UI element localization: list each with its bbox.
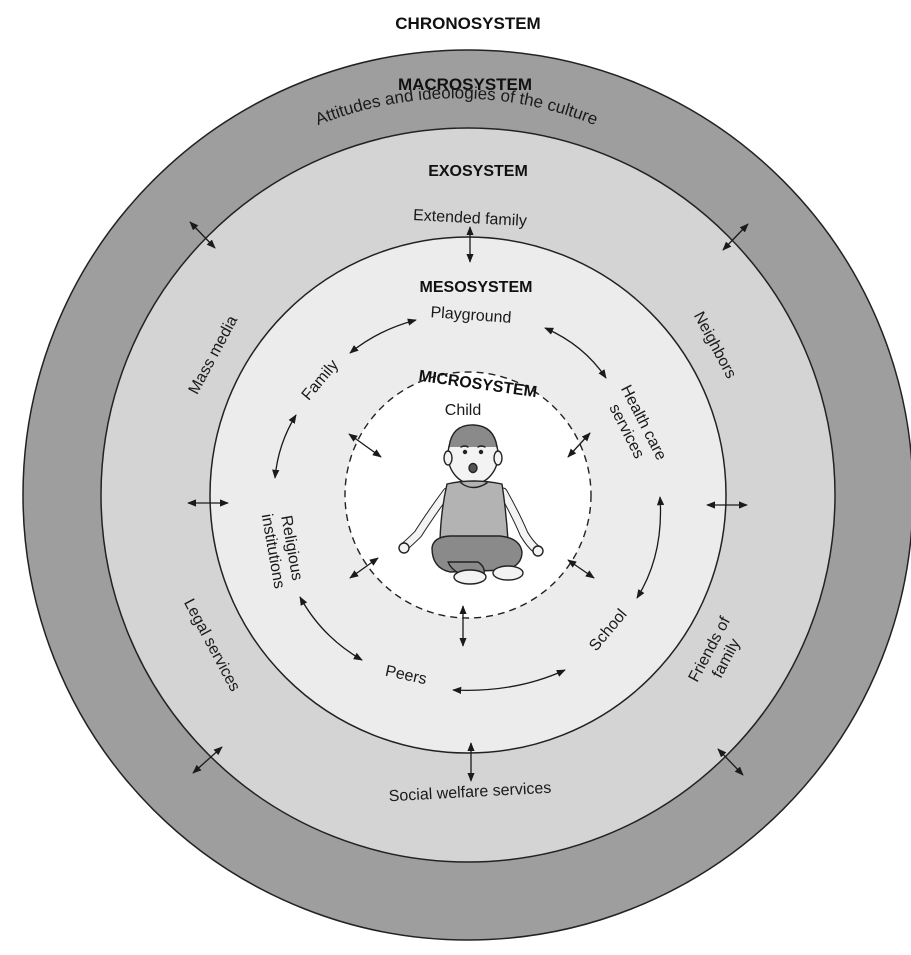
arrow-micro-lower-right: [567, 559, 595, 579]
mesosystem-boundary-arrows: [187, 226, 748, 782]
arrow-peers-school: [452, 669, 566, 695]
arrow-family-playground: [349, 318, 417, 354]
arrow-health-school: [636, 496, 665, 599]
macrosystem-title: MACROSYSTEM: [398, 75, 532, 94]
baby-illustration-icon: [398, 424, 544, 585]
arrow-micro-lower-left: [349, 557, 379, 579]
arrow-micro-upper-right: [567, 432, 591, 458]
microsystem-arrows: [348, 432, 595, 647]
mesosystem-title: MESOSYSTEM: [420, 279, 533, 296]
child-label: Child: [445, 402, 481, 419]
arrow-micro-upper-left: [348, 433, 382, 458]
playground-label: Playground: [430, 304, 512, 327]
chronosystem-title: CHRONOSYSTEM: [395, 14, 540, 33]
arrow-playground-health: [544, 327, 607, 379]
extended-family-label: Extended family: [413, 207, 528, 230]
arrow-exo-lower-right: [717, 748, 744, 776]
exosystem-title: EXOSYSTEM: [428, 163, 528, 180]
arrow-exo-upper-right: [722, 223, 749, 251]
arrow-exo-lower-left: [192, 746, 223, 774]
exosystem-boundary-arrows: [189, 221, 749, 776]
arrow-exo-upper-left: [189, 221, 216, 249]
arrow-family-religious: [272, 414, 297, 479]
arrow-religious-peers: [299, 596, 363, 661]
mesosystem-arrows: [272, 318, 665, 695]
